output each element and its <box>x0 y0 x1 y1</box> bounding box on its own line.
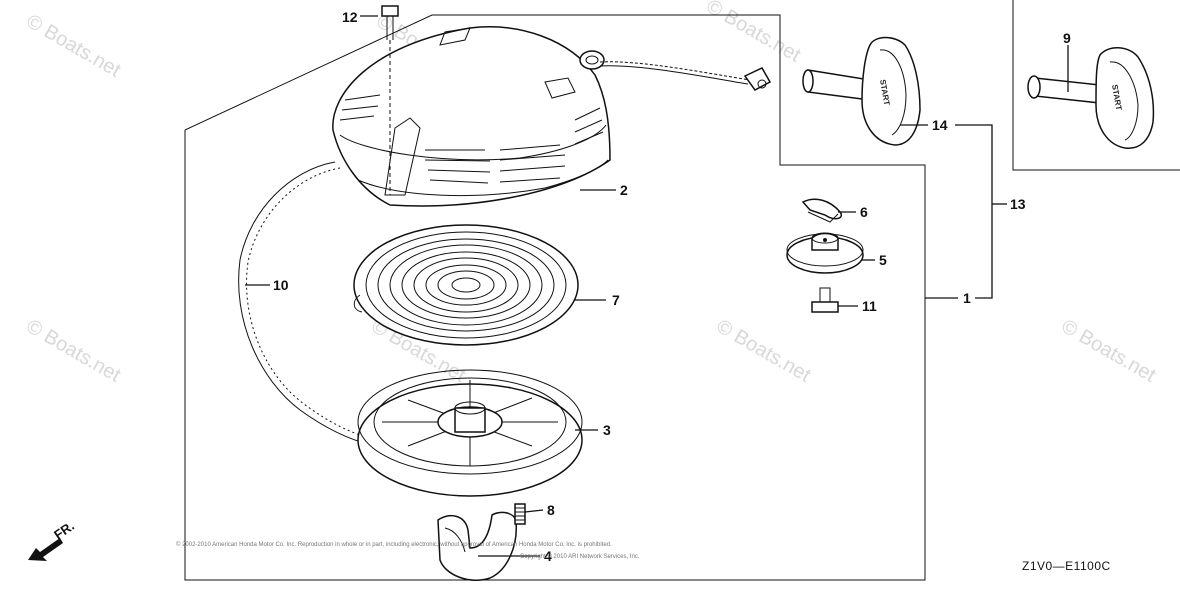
callout-11: 11 <box>862 298 877 314</box>
callout-10: 10 <box>273 277 289 293</box>
callout-12: 12 <box>342 9 358 25</box>
watermark-text: © Boats.net <box>1058 315 1160 387</box>
copyright-line-1: © 2002-2010 American Honda Motor Co. Inc… <box>176 541 612 548</box>
watermark-text: © Boats.net <box>703 0 805 67</box>
watermark-text: © Boats.net <box>713 315 815 387</box>
recoil-cover <box>332 26 772 207</box>
callout-7: 7 <box>612 292 620 308</box>
inset-frame <box>1012 0 1180 171</box>
callout-5: 5 <box>879 252 887 268</box>
watermark-text: © Boats.net <box>23 10 125 82</box>
ratchet-part-4 <box>437 511 517 581</box>
front-arrow-icon <box>28 538 63 561</box>
friction-plate-part-5 <box>786 232 864 274</box>
callout-3: 3 <box>603 422 611 438</box>
spring-part-8 <box>514 503 526 525</box>
screw-part-11 <box>811 287 839 313</box>
front-direction-indicator: FR. <box>28 518 77 561</box>
callout-4: 4 <box>544 548 552 564</box>
callout-2: 2 <box>620 182 628 198</box>
reel-part-3 <box>357 369 583 497</box>
starter-grip-part-14: START <box>802 36 921 146</box>
drawing-code: Z1V0—E1100C <box>1022 559 1111 573</box>
assembly-frame <box>184 14 926 581</box>
front-label: FR. <box>51 518 77 542</box>
leader-lines <box>245 15 1069 557</box>
inset-grip-part-9: START <box>1027 47 1155 149</box>
watermark-text: © Boats.net <box>23 315 125 387</box>
inset-grip-label: START <box>1110 84 1123 111</box>
bolt-part-12 <box>381 5 399 195</box>
recoil-spring-part-7 <box>353 224 579 346</box>
callout-14: 14 <box>932 117 948 133</box>
grip-label: START <box>878 79 891 106</box>
copyright-line-2: Copyright © 2010 ARI Network Services, I… <box>520 553 640 560</box>
callout-13: 13 <box>1010 196 1026 212</box>
clip-part-6 <box>801 198 842 223</box>
callout-6: 6 <box>860 204 868 220</box>
callouts: 12 2 7 3 10 4 8 6 5 11 1 13 14 9 <box>273 9 1071 564</box>
callout-1: 1 <box>963 290 971 306</box>
callout-8: 8 <box>547 502 555 518</box>
callout-9: 9 <box>1063 30 1071 46</box>
starter-rope-part-10 <box>238 161 375 446</box>
